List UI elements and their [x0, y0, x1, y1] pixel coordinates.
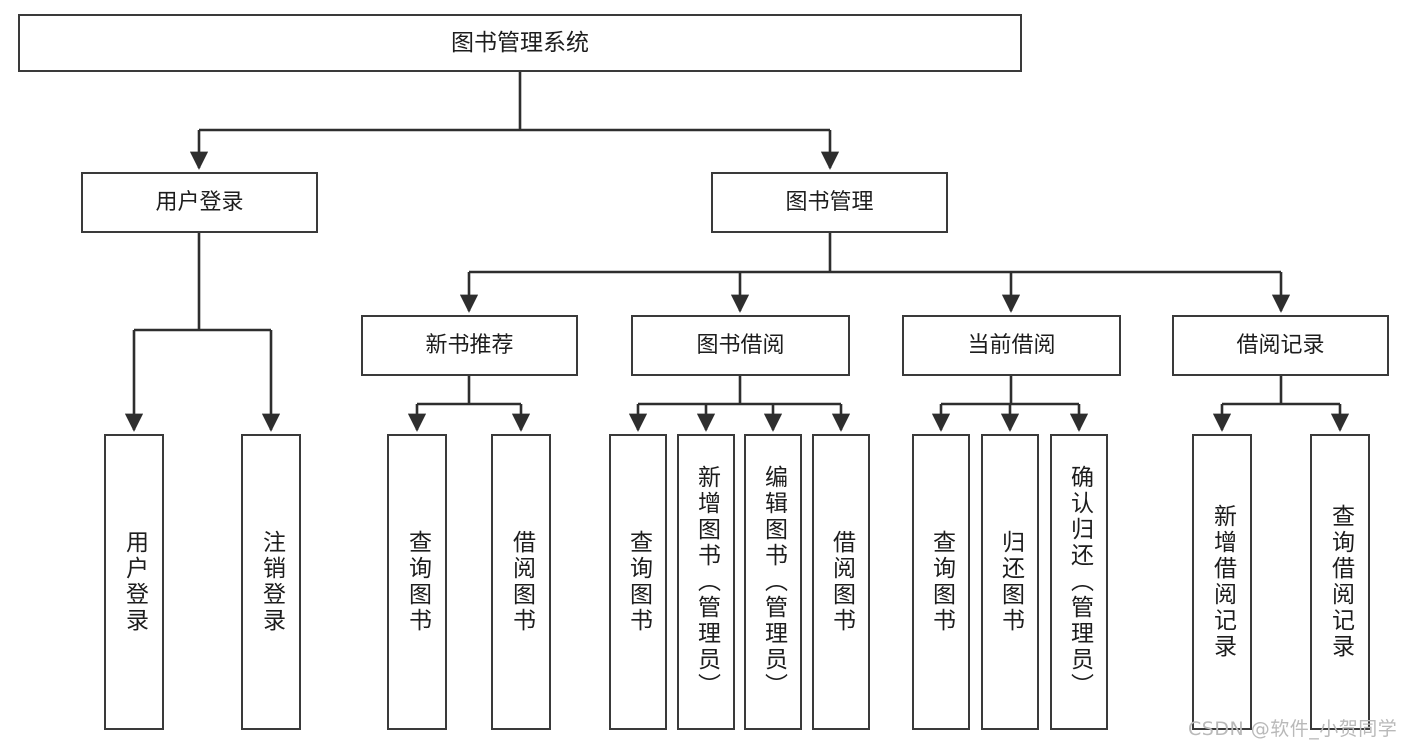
node-leaf-borrow-book-1[interactable]: 借阅图书 [491, 434, 551, 730]
node-root[interactable]: 图书管理系统 [18, 14, 1022, 72]
node-leaf-query-record[interactable]: 查询借阅记录 [1310, 434, 1370, 730]
node-leaf-add-record[interactable]: 新增借阅记录 [1192, 434, 1252, 730]
node-book-borrow[interactable]: 图书借阅 [631, 315, 850, 376]
node-new-book-recommend-label: 新书推荐 [425, 332, 514, 358]
node-leaf-confirm-return-label: 确认归还（管理员） [1066, 465, 1093, 699]
node-leaf-add-book-label: 新增图书（管理员） [693, 465, 720, 699]
node-book-manage-label: 图书管理 [785, 189, 874, 215]
node-current-borrow[interactable]: 当前借阅 [902, 315, 1121, 376]
node-new-book-recommend[interactable]: 新书推荐 [361, 315, 578, 376]
node-leaf-query-book-2[interactable]: 查询图书 [609, 434, 667, 730]
node-user-login[interactable]: 用户登录 [81, 172, 318, 233]
node-leaf-add-book[interactable]: 新增图书（管理员） [677, 434, 735, 730]
node-leaf-user-login[interactable]: 用户登录 [104, 434, 164, 730]
node-leaf-borrow-book-2[interactable]: 借阅图书 [812, 434, 870, 730]
node-leaf-user-logout[interactable]: 注销登录 [241, 434, 301, 730]
node-leaf-query-book-1[interactable]: 查询图书 [387, 434, 447, 730]
node-leaf-edit-book-label: 编辑图书（管理员） [760, 465, 787, 699]
watermark-text: CSDN @软件_小贺同学 [1188, 718, 1398, 740]
node-leaf-query-book-1-label: 查询图书 [404, 530, 431, 634]
node-root-label: 图书管理系统 [451, 29, 589, 56]
node-leaf-query-book-2-label: 查询图书 [625, 530, 652, 634]
node-borrow-record[interactable]: 借阅记录 [1172, 315, 1389, 376]
node-leaf-query-book-3-label: 查询图书 [928, 530, 955, 634]
node-book-manage[interactable]: 图书管理 [711, 172, 948, 233]
node-book-borrow-label: 图书借阅 [696, 332, 785, 358]
node-leaf-user-logout-label: 注销登录 [258, 530, 285, 634]
node-leaf-confirm-return[interactable]: 确认归还（管理员） [1050, 434, 1108, 730]
node-leaf-query-record-label: 查询借阅记录 [1327, 504, 1354, 660]
node-borrow-record-label: 借阅记录 [1236, 332, 1325, 358]
node-user-login-label: 用户登录 [155, 189, 244, 215]
node-leaf-return-book[interactable]: 归还图书 [981, 434, 1039, 730]
node-leaf-user-login-label: 用户登录 [121, 530, 148, 634]
node-leaf-edit-book[interactable]: 编辑图书（管理员） [744, 434, 802, 730]
node-leaf-borrow-book-2-label: 借阅图书 [828, 530, 855, 634]
node-leaf-add-record-label: 新增借阅记录 [1209, 504, 1236, 660]
node-leaf-query-book-3[interactable]: 查询图书 [912, 434, 970, 730]
node-current-borrow-label: 当前借阅 [967, 332, 1056, 358]
node-leaf-borrow-book-1-label: 借阅图书 [508, 530, 535, 634]
node-leaf-return-book-label: 归还图书 [997, 530, 1024, 634]
